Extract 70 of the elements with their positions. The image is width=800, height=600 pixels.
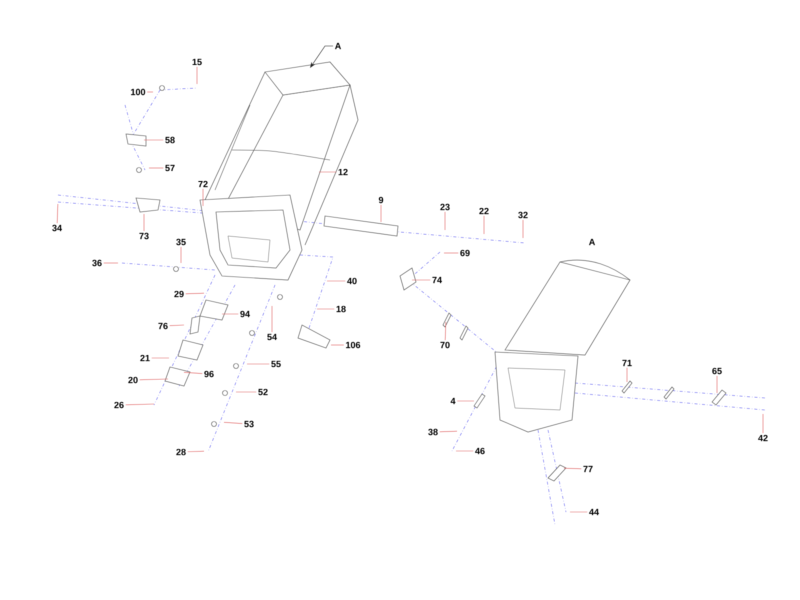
leader-line (456, 400, 474, 402)
callout-number: 15 (192, 58, 202, 66)
leader-line (326, 280, 346, 282)
callout-number: 36 (92, 260, 102, 266)
callout-number: 18 (336, 306, 346, 312)
callout-number: 40 (347, 278, 357, 284)
callout-number: 74 (432, 276, 442, 284)
callout-number: 100 (131, 88, 146, 96)
callout-number: 58 (165, 136, 175, 144)
callout-number: 96 (204, 370, 214, 378)
leader-line (196, 66, 198, 84)
view-label: A (588, 238, 596, 246)
leader-line (139, 378, 168, 380)
leader-line (187, 450, 204, 452)
callout-number: 72 (198, 180, 208, 188)
callout-number: 42 (758, 434, 768, 442)
callout-number: 44 (589, 508, 599, 516)
callout-number: 55 (271, 360, 281, 368)
callout-number: 54 (267, 334, 277, 340)
callout-number: 4 (450, 398, 456, 404)
callout-number: 28 (176, 448, 186, 456)
callout-number: 106 (346, 342, 360, 348)
callout-number: 35 (176, 238, 186, 246)
callout-number: 34 (52, 224, 62, 232)
callout-number: 23 (440, 204, 450, 210)
leader-line (444, 252, 459, 254)
leader-line (125, 404, 154, 406)
leader-line (716, 376, 718, 394)
leader-line (564, 468, 582, 470)
callout-number: 29 (174, 290, 184, 298)
callout-number: 26 (114, 402, 124, 408)
leader-line (202, 188, 204, 206)
callout-number: 20 (128, 376, 138, 384)
callout-number: 69 (460, 250, 470, 256)
callout-number: 73 (139, 232, 149, 240)
leader-line (626, 368, 628, 382)
leader-line (522, 220, 524, 238)
callout-number: 53 (244, 420, 254, 428)
callout-number: 70 (440, 342, 450, 348)
leader-line (380, 204, 382, 222)
leader-line (185, 292, 204, 294)
leader-line (180, 246, 182, 264)
callout-number: 22 (479, 208, 489, 214)
callout-number: 38 (428, 428, 438, 436)
leader-line (330, 344, 344, 346)
callout-number: 71 (622, 360, 632, 366)
leader-line (456, 450, 474, 452)
leader-line (103, 262, 118, 264)
callout-number: 76 (158, 322, 168, 330)
callout-number: 77 (583, 466, 593, 472)
arrow (310, 46, 334, 68)
callout-number: 52 (258, 388, 268, 396)
leader-line (444, 212, 446, 230)
callout-number: 57 (165, 164, 175, 172)
callout-number: 9 (378, 196, 384, 204)
leader-line (316, 308, 335, 310)
callout-number: 46 (475, 448, 485, 454)
callout-number: 94 (240, 310, 250, 318)
leader-line (224, 422, 243, 424)
callout-number: 21 (140, 354, 150, 362)
callout-number: A (334, 42, 342, 50)
callout-number: 12 (338, 168, 348, 176)
callout-number: 32 (518, 212, 528, 218)
leader-line (444, 322, 446, 340)
leader-line (762, 414, 764, 434)
callout-number: 65 (712, 368, 722, 374)
leader-line (439, 430, 458, 432)
leader-line (169, 324, 184, 326)
leader-line (184, 372, 203, 374)
leader-line (56, 204, 58, 224)
